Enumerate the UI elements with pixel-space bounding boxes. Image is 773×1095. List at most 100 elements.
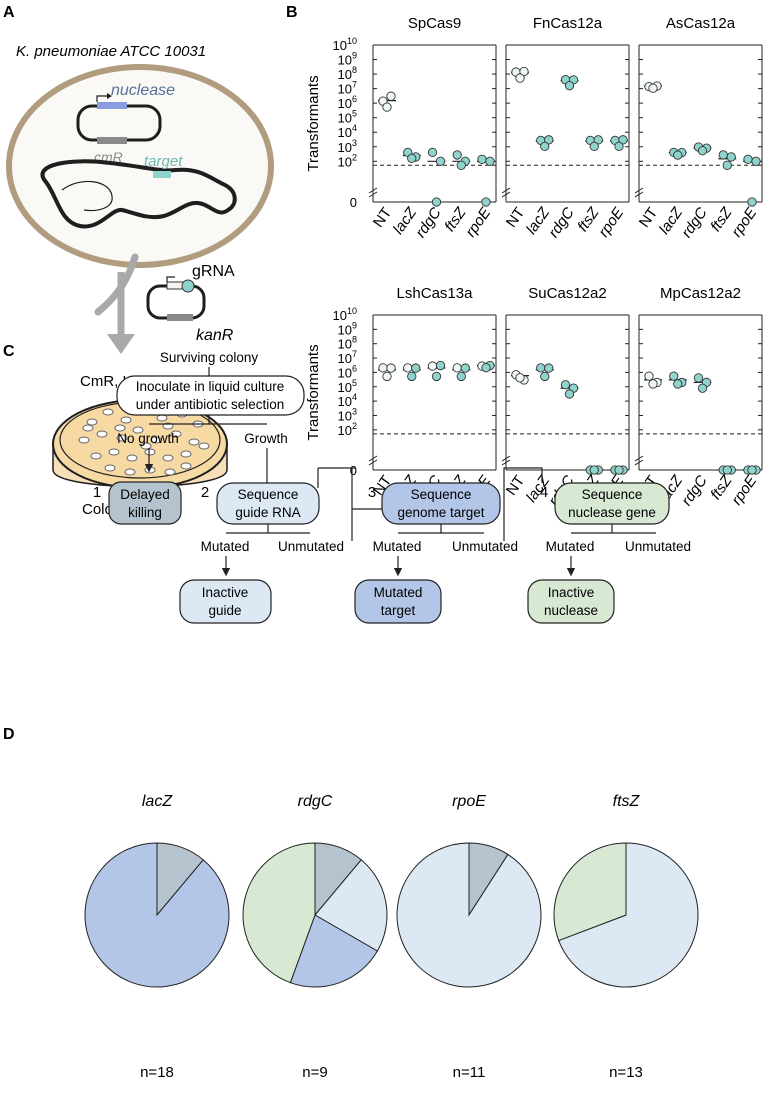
- pie-slice: [84, 842, 230, 988]
- growth-label: Growth: [244, 431, 288, 446]
- box-number-2: 2: [201, 484, 209, 501]
- no-growth-label: No growth: [117, 431, 179, 446]
- seq-target-line-2: genome target: [397, 505, 484, 520]
- data-point: [481, 363, 491, 373]
- data-point: [386, 91, 396, 101]
- x-tick-label: rpoE: [728, 204, 761, 241]
- y-tick-label: 102: [338, 421, 357, 438]
- nuclease-gene: [97, 102, 127, 109]
- y-axis-label: Transformants: [305, 344, 322, 440]
- data-point: [564, 81, 575, 91]
- pie-slice: [314, 859, 388, 952]
- data-point: [648, 83, 658, 93]
- unmutated-label-2: Unmutated: [452, 539, 518, 554]
- data-point: [452, 363, 462, 373]
- axis-break-icon: [368, 187, 378, 198]
- box-number-4: 4: [540, 484, 548, 501]
- y-tick-label: 103: [338, 138, 357, 155]
- data-point: [456, 160, 466, 170]
- delayed-killing-box: [108, 481, 182, 525]
- pie-n-label: n=13: [609, 1064, 643, 1081]
- data-point: [589, 141, 599, 152]
- colony-dot: [96, 430, 108, 438]
- mutated-label-3: Mutated: [546, 539, 595, 554]
- kanr-label: kanR: [196, 327, 234, 344]
- pie-n-label: n=18: [140, 1064, 174, 1081]
- colony-dot: [104, 464, 116, 472]
- data-point: [382, 102, 392, 112]
- data-point: [452, 150, 462, 160]
- colony-dot: [164, 468, 176, 476]
- data-point: [673, 379, 683, 389]
- axis-break-icon: [368, 455, 378, 466]
- chromosome-inner-loop: [61, 180, 113, 212]
- data-point: [564, 389, 575, 399]
- panel-b: SpCas910101091081071061051041031020Trans…: [305, 15, 763, 509]
- x-tick-label: rdgC: [545, 204, 578, 241]
- connector: [503, 467, 543, 541]
- chart-title: SuCas12a2: [528, 285, 606, 302]
- promoter-arrowhead-icon: [107, 93, 112, 99]
- panel-label-a: A: [3, 4, 15, 21]
- seq-target-line-1: Sequence: [411, 487, 472, 502]
- seq-guide-line-2: guide RNA: [235, 505, 300, 520]
- grna-cassette: [166, 281, 184, 290]
- data-point: [614, 141, 624, 152]
- y-tick-label: 109: [338, 51, 357, 68]
- scatter-chart: SpCas910101091081071061051041031020Trans…: [305, 15, 497, 241]
- mutated-target-box: [354, 579, 442, 624]
- data-point: [544, 363, 554, 373]
- data-point: [431, 371, 442, 382]
- panel-a: K. pneumoniae ATCC 10031 nuclease cmR ta…: [6, 43, 274, 518]
- data-point: [407, 371, 417, 382]
- inoculate-line-2: under antibiotic selection: [136, 397, 285, 412]
- pie-slice: [553, 842, 627, 942]
- data-point: [456, 371, 466, 382]
- data-point: [743, 154, 753, 164]
- pie-title: ftsZ: [613, 793, 641, 810]
- y-tick-label: 105: [338, 109, 357, 126]
- pie-chart: lacZ n=18: [84, 793, 230, 1081]
- x-tick-label: rdgC: [678, 204, 711, 241]
- data-point: [477, 154, 487, 164]
- data-point: [648, 379, 658, 389]
- scatter-chart: LshCas13a10101091081071061051041031020Tr…: [305, 285, 497, 509]
- x-tick-label: rpoE: [595, 204, 628, 241]
- data-point: [378, 363, 388, 373]
- data-point: [644, 371, 654, 381]
- inactive-guide-line-2: guide: [208, 603, 241, 618]
- box-number-1: 1: [93, 484, 101, 501]
- unmutated-label-1: Unmutated: [278, 539, 344, 554]
- colony-dot: [198, 442, 210, 450]
- data-point: [751, 156, 761, 166]
- data-point: [485, 156, 495, 166]
- mutated-label-2: Mutated: [373, 539, 422, 554]
- pie-chart: ftsZ n=13: [553, 793, 699, 1081]
- unmutated-label-3: Unmutated: [625, 539, 691, 554]
- chart-title: SpCas9: [408, 15, 461, 32]
- inactive-nuclease-box: [527, 579, 615, 624]
- data-point: [515, 73, 525, 83]
- colony-dot: [144, 448, 156, 456]
- scatter-chart: MpCas12a2NTlacZrdgCftsZrpoE: [634, 285, 763, 509]
- y-tick-label: 102: [338, 152, 357, 169]
- colony-dot: [140, 442, 152, 450]
- data-point: [669, 371, 679, 381]
- y-tick-label: 1010: [333, 306, 357, 323]
- grna-label: gRNA: [192, 263, 235, 280]
- data-point: [718, 150, 728, 160]
- pie-slice: [396, 842, 542, 988]
- colony-dot: [124, 468, 136, 476]
- pie-title: lacZ: [142, 793, 173, 810]
- y-tick-label: 105: [338, 378, 357, 395]
- chromosome: [40, 159, 237, 229]
- inoculate-box: [116, 375, 305, 416]
- pie-n-label: n=9: [302, 1064, 327, 1081]
- grna-promoter-icon: [166, 276, 175, 282]
- data-point: [726, 152, 736, 162]
